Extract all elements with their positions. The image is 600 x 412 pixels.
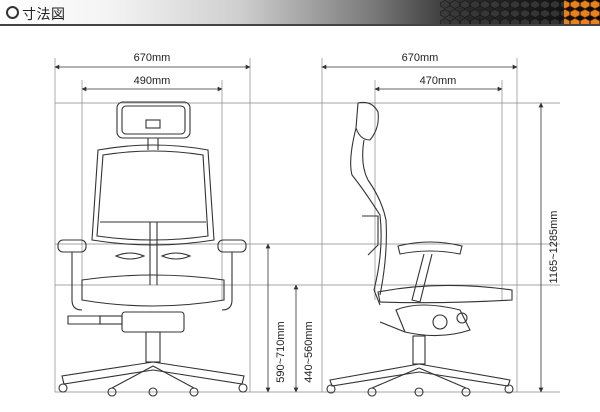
section-header: 寸法図 (0, 0, 600, 24)
circle-bullet-icon (6, 6, 19, 19)
side-inner-width-label: 470mm (420, 75, 457, 87)
total-height-label: 1165~1285mm (548, 211, 560, 284)
arm-height-label: 590~710mm (275, 321, 287, 382)
section-title: 寸法図 (22, 6, 66, 22)
height-dimension-lines (265, 243, 299, 393)
front-width-label: 670mm (134, 52, 171, 64)
side-dimension-lines (321, 64, 544, 393)
reference-lines (55, 102, 560, 393)
hexagon-pattern-icon (440, 0, 600, 24)
front-inner-width-label: 490mm (134, 75, 171, 87)
side-width-label: 670mm (402, 52, 439, 64)
side-view (321, 58, 518, 397)
seat-height-label: 440~560mm (303, 321, 315, 382)
header-divider (0, 24, 600, 26)
front-view (54, 58, 251, 397)
front-dimension-lines (54, 64, 251, 92)
